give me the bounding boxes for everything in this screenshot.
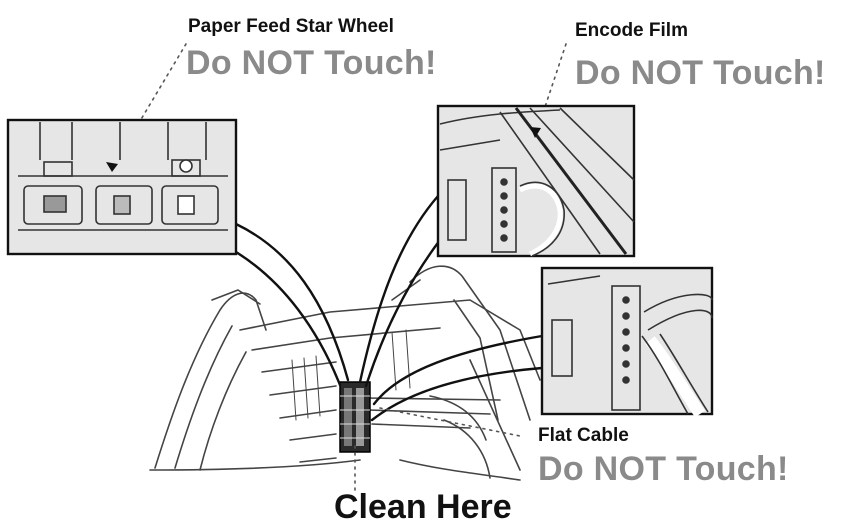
flat-cable-title: Flat Cable: [538, 425, 629, 447]
star-wheel-warning: Do NOT Touch!: [186, 44, 437, 83]
inset-star-wheel: [8, 120, 236, 254]
clean-here-label: Clean Here: [334, 488, 512, 527]
print-head-contacts: [340, 382, 370, 452]
encode-film-warning: Do NOT Touch!: [575, 54, 826, 93]
inset-flat-cable: [542, 268, 712, 414]
encode-film-title: Encode Film: [575, 20, 688, 42]
flat-cable-warning: Do NOT Touch!: [538, 450, 789, 489]
star-wheel-title: Paper Feed Star Wheel: [188, 16, 394, 38]
